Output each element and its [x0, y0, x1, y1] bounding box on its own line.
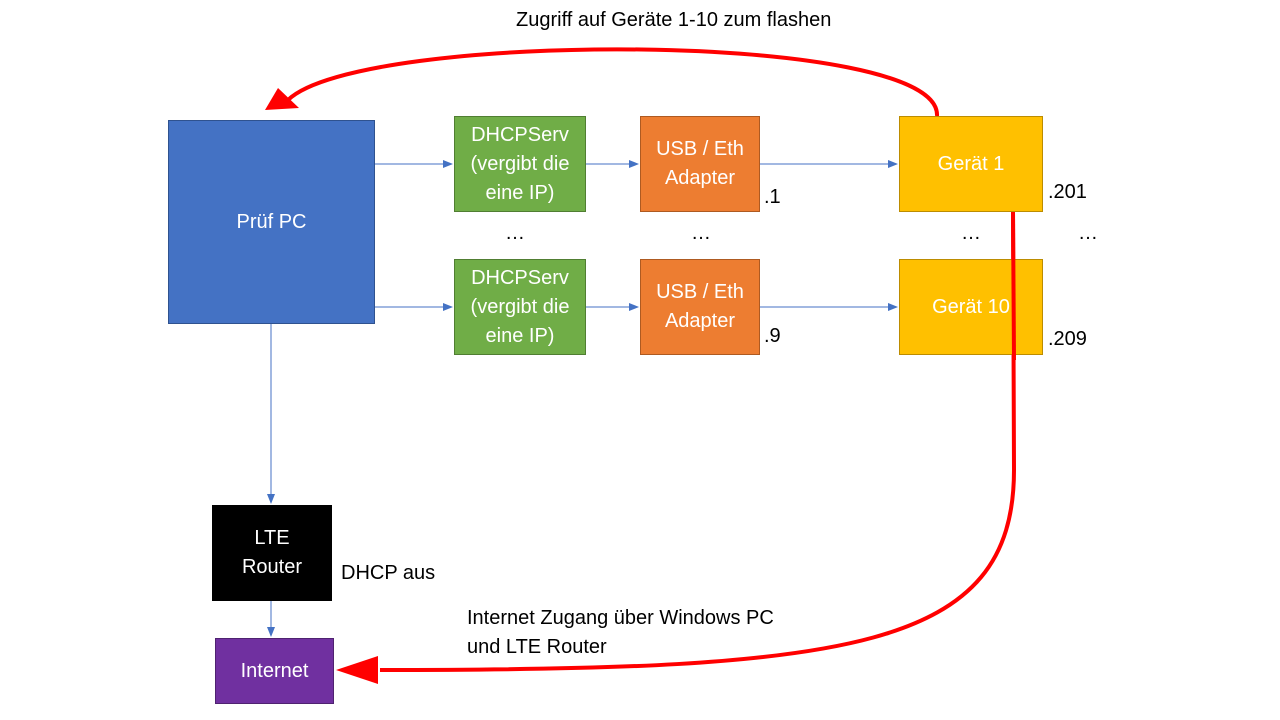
ip-label-adapter-2: .9: [764, 325, 781, 347]
red-arrowhead-flash-access: [265, 88, 299, 110]
usb-eth-adapter-2-box: USB / Eth Adapter: [640, 259, 760, 355]
geraet-1-box: Gerät 1: [899, 116, 1043, 212]
internet-box: Internet: [215, 638, 334, 704]
ip-label-adapter-1: .1: [764, 186, 781, 208]
ellipsis-device-column: …: [961, 222, 981, 244]
top-arrow-label: Zugriff auf Geräte 1-10 zum flashen: [516, 9, 832, 31]
lte-router-box: LTE Router: [212, 505, 332, 601]
ellipsis-ip-column: …: [1078, 222, 1098, 244]
usb-eth-adapter-1-box: USB / Eth Adapter: [640, 116, 760, 212]
red-arrow-flash-access: [286, 47, 940, 117]
red-arrow-internet-access: [379, 211, 1017, 672]
geraet-10-box: Gerät 10: [899, 259, 1043, 355]
dhcp-off-note: DHCP aus: [341, 562, 436, 584]
pruef-pc-box: Prüf PC: [168, 120, 375, 324]
internet-access-note: Internet Zugang über Windows PC und LTE …: [467, 607, 774, 658]
dhcp-server-2-box: DHCPServ (vergibt die eine IP): [454, 259, 586, 355]
ellipsis-dhcp-column: …: [505, 222, 525, 244]
ellipsis-adapter-column: …: [691, 222, 711, 244]
dhcp-server-1-box: DHCPServ (vergibt die eine IP): [454, 116, 586, 212]
ip-label-geraet-1: .201: [1048, 181, 1087, 203]
ip-label-geraet-10: .209: [1048, 328, 1087, 350]
red-arrowhead-internet-access: [336, 656, 378, 684]
